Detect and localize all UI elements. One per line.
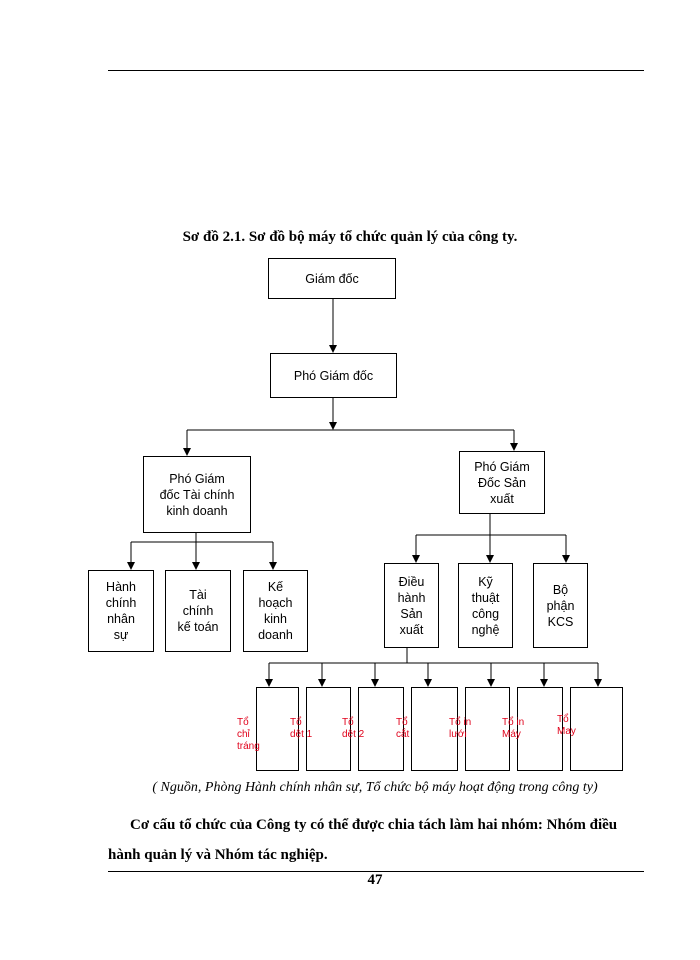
team-label-2: Tổ dệt 1 xyxy=(290,717,313,740)
deputy-director-box: Phó Giám đốc xyxy=(270,353,397,398)
unit-production-control: Điều hành Sản xuất xyxy=(384,563,439,648)
unit-business-planning: Kế hoạch kinh doanh xyxy=(243,570,308,652)
team-label-3: Tổ dệt 2 xyxy=(342,717,365,740)
unit-admin-hr: Hành chính nhân sự xyxy=(88,570,154,652)
team-box-3 xyxy=(358,687,404,771)
footer-rule xyxy=(108,871,644,872)
team-label-6: Tổ in Máy xyxy=(502,717,525,740)
body-paragraph: Cơ cấu tổ chức của Công ty có thể được c… xyxy=(108,817,618,863)
diagram-title: Sơ đồ 2.1. Sơ đồ bộ máy tổ chức quản lý … xyxy=(182,229,518,245)
team-box-6 xyxy=(517,687,563,771)
team-box-2 xyxy=(306,687,351,771)
team-label-5: Tổ in lưới xyxy=(449,717,472,740)
page-number: 47 xyxy=(367,872,383,888)
team-label-4: Tổ cắt xyxy=(396,717,410,740)
unit-technology: Kỹ thuật công nghệ xyxy=(458,563,513,648)
source-note: ( Nguồn, Phòng Hành chính nhân sự, Tổ ch… xyxy=(152,780,598,795)
team-label-7: Tổ May xyxy=(557,714,576,737)
deputy-finance-box: Phó Giám đốc Tài chính kinh doanh xyxy=(143,456,251,533)
unit-kcs: Bộ phận KCS xyxy=(533,563,588,648)
team-label-1: Tổ chỉ tráng xyxy=(237,717,260,752)
deputy-production-box: Phó Giám Đốc Sản xuất xyxy=(459,451,545,514)
director-box: Giám đốc xyxy=(268,258,396,299)
team-box-1 xyxy=(256,687,299,771)
team-box-7 xyxy=(570,687,623,771)
team-box-4 xyxy=(411,687,458,771)
team-box-5 xyxy=(465,687,510,771)
header-rule xyxy=(108,70,644,71)
unit-finance-accounting: Tài chính kế toán xyxy=(165,570,231,652)
